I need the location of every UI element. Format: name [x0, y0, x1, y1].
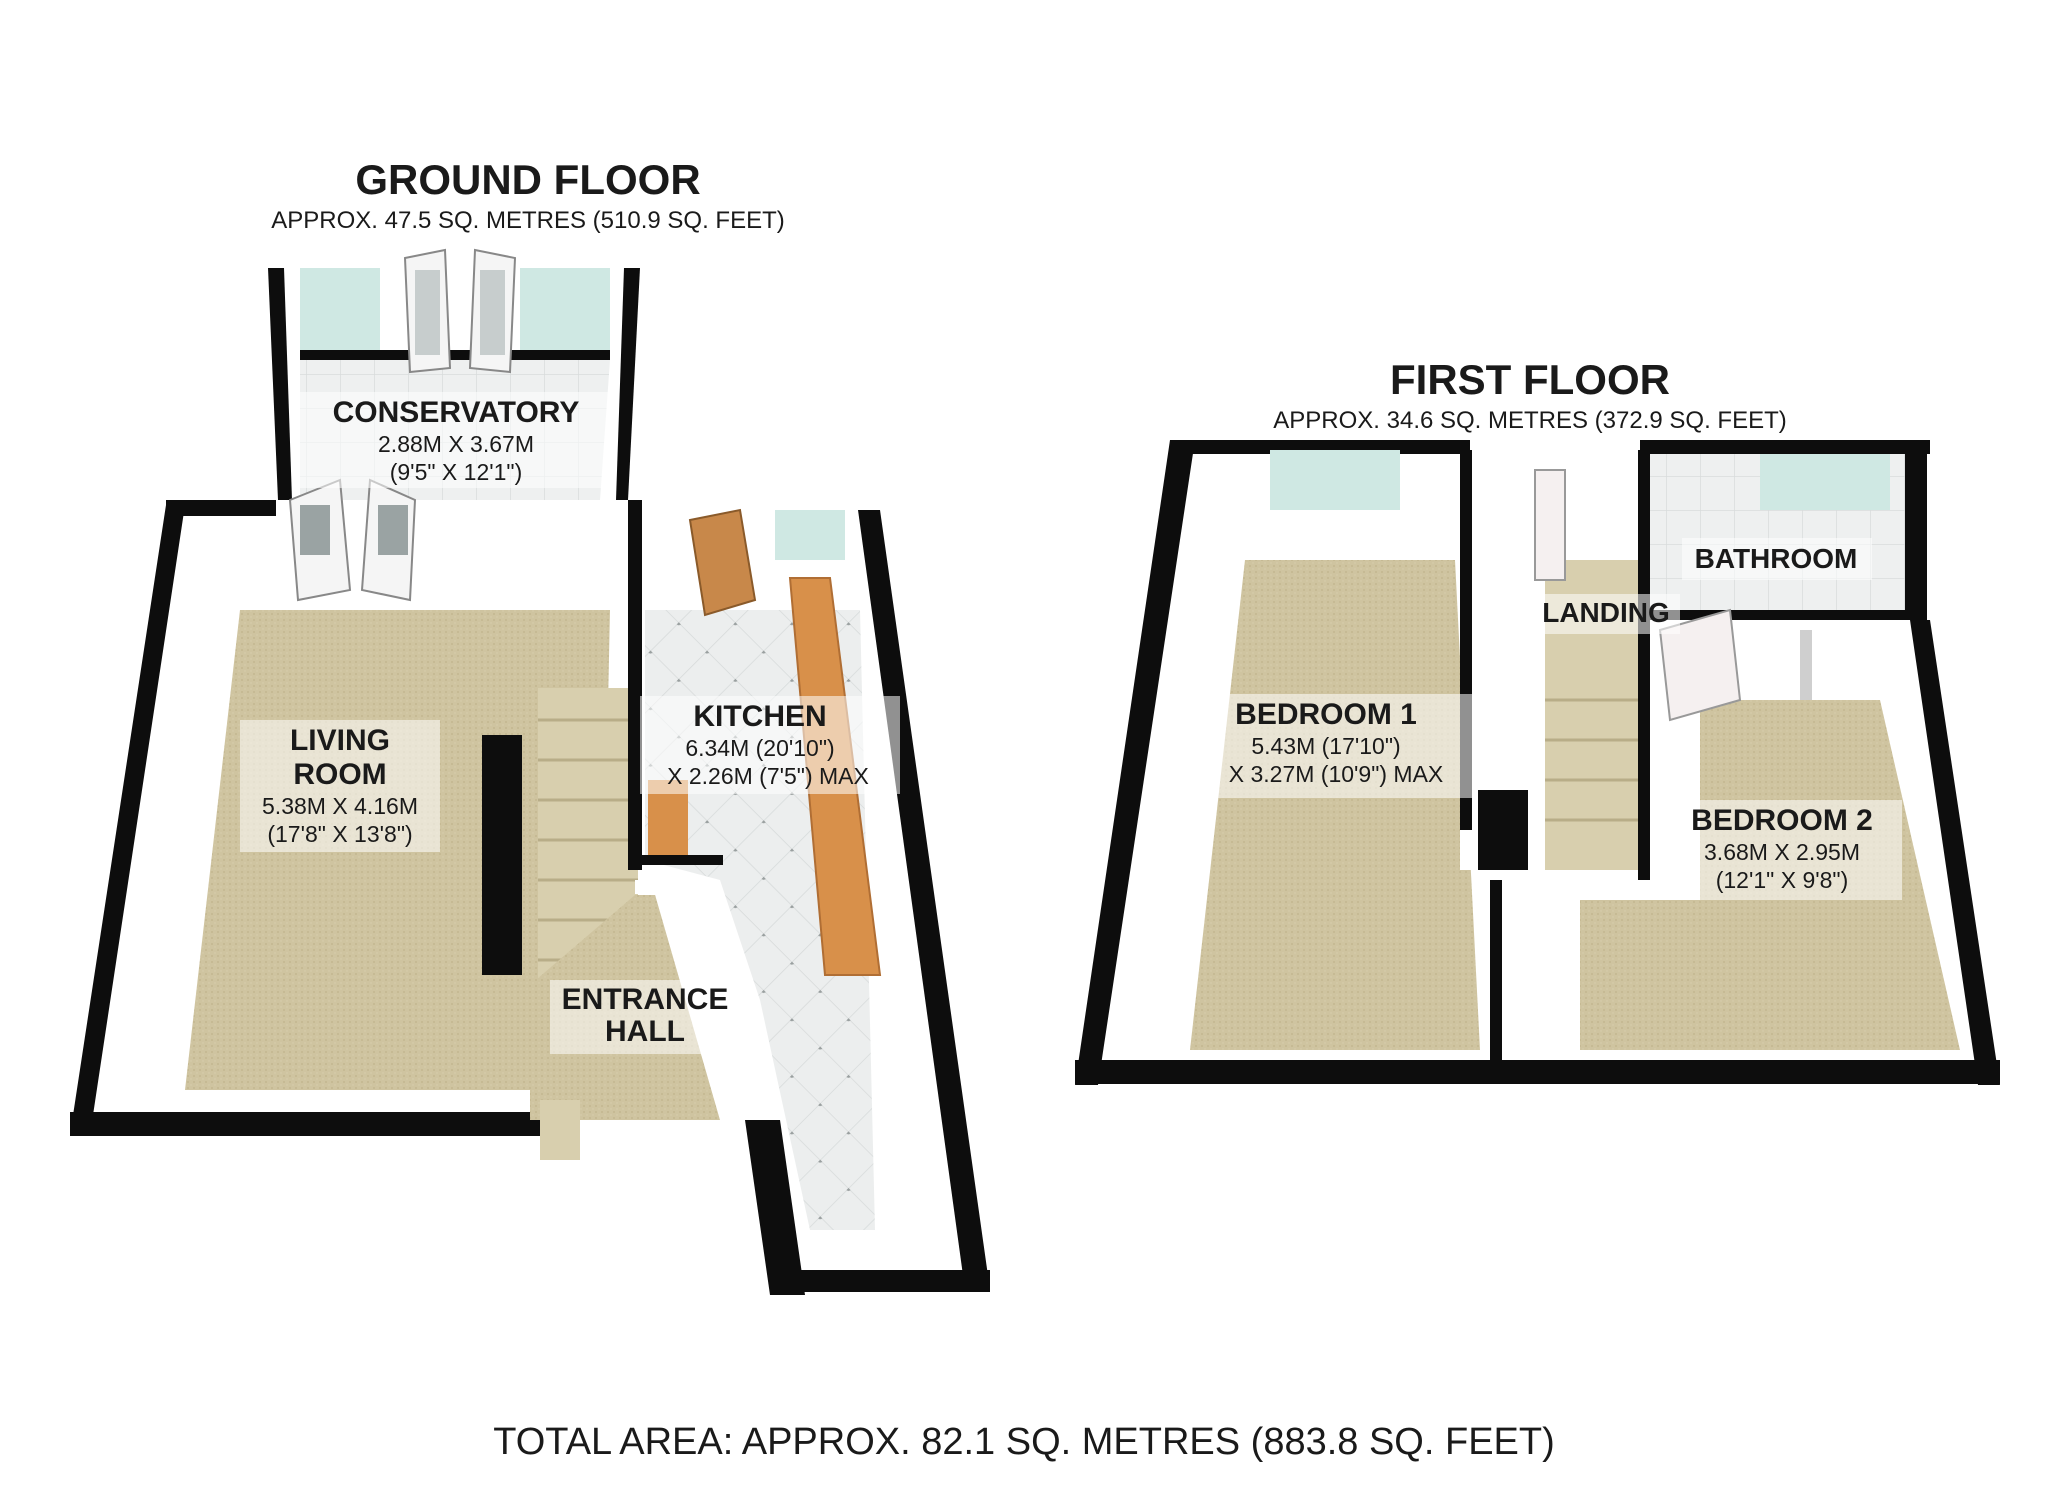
total-area: TOTAL AREA: APPROX. 82.1 SQ. METRES (883… [493, 1421, 1555, 1463]
landing-label: LANDING [1542, 597, 1670, 628]
conservatory-dim-metric: 2.88M X 3.67M [378, 431, 534, 457]
conservatory-label: CONSERVATORY [333, 396, 580, 429]
bedroom-2-dim-metric: 3.68M X 2.95M [1704, 839, 1860, 865]
bedroom-1-label: BEDROOM 1 [1235, 698, 1417, 731]
ground-floor-plan [70, 248, 990, 1295]
first-floor-area: APPROX. 34.6 SQ. METRES (372.9 SQ. FEET) [1273, 407, 1787, 434]
kitchen-dim-line2: X 2.26M (7'5") MAX [667, 763, 869, 789]
bedroom-2-dim-imperial: (12'1" X 9'8") [1716, 867, 1849, 893]
bedroom-1-dim-line2: X 3.27M (10'9") MAX [1229, 761, 1444, 787]
kitchen-dim-line1: 6.34M (20'10") [685, 735, 834, 761]
living-room-label-line1: LIVING [290, 724, 390, 757]
bathroom-label: BATHROOM [1695, 543, 1858, 574]
conservatory-dim-imperial: (9'5" X 12'1") [390, 459, 523, 485]
living-room-label-line2: ROOM [293, 758, 386, 791]
entrance-hall-label-line2: HALL [605, 1015, 685, 1048]
ground-floor-title: GROUND FLOOR [355, 156, 700, 203]
living-room-dim-imperial: (17'8" X 13'8") [267, 821, 412, 847]
bathroom-room [1640, 440, 1930, 620]
bedroom-1-dim-line1: 5.43M (17'10") [1251, 733, 1400, 759]
entrance-hall-label-line1: ENTRANCE [562, 983, 729, 1016]
landing-area [1460, 450, 1640, 870]
first-floor-title: FIRST FLOOR [1390, 356, 1670, 403]
bedroom-2-label: BEDROOM 2 [1691, 804, 1873, 837]
ground-floor-area: APPROX. 47.5 SQ. METRES (510.9 SQ. FEET) [271, 207, 785, 234]
living-room-dim-metric: 5.38M X 4.16M [262, 793, 418, 819]
kitchen-room [640, 508, 990, 1295]
kitchen-label: KITCHEN [693, 700, 826, 733]
